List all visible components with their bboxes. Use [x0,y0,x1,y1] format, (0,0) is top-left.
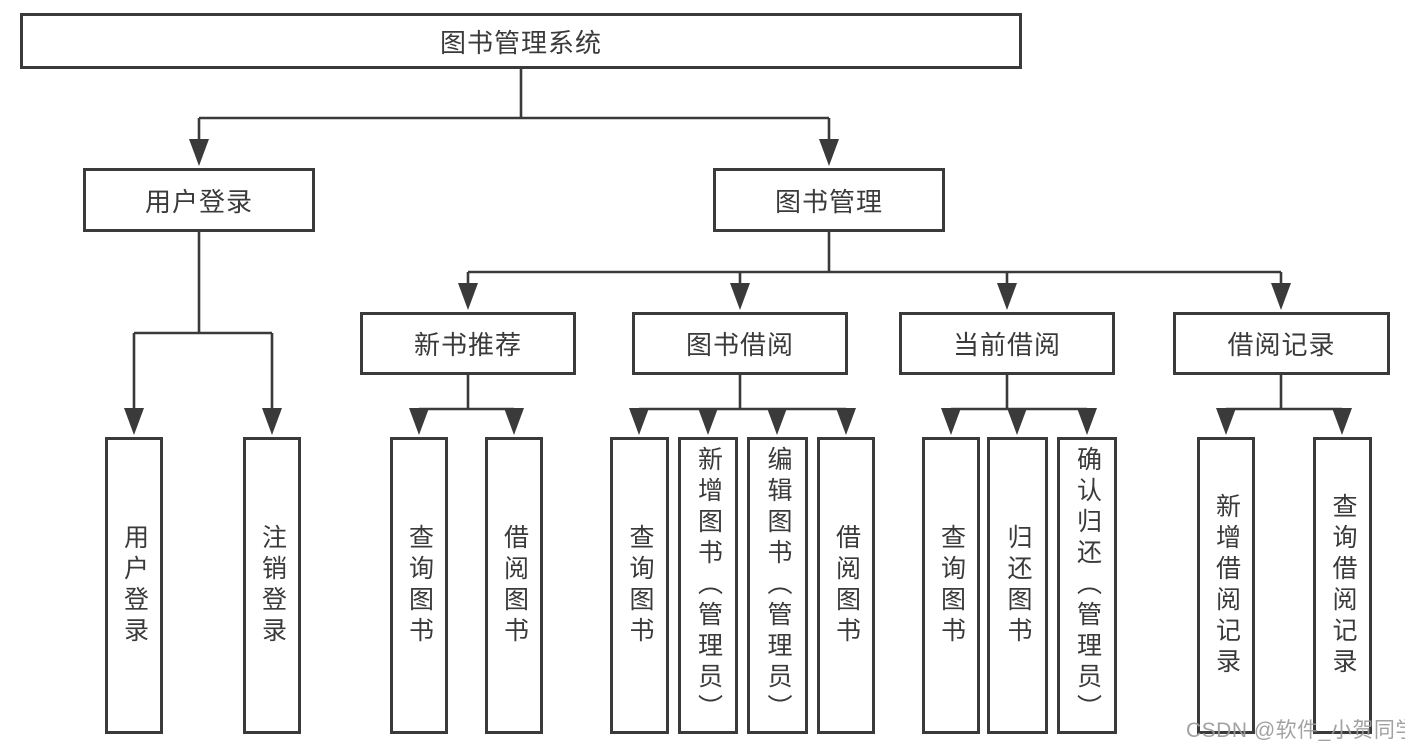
edge-borrow-record-to-leaves [1224,375,1344,411]
leaf-logout: 注销登录 [243,437,301,734]
node-borrow-record-label: 借阅记录 [1227,330,1336,360]
leaf-query-books-rec-label: 查询图书 [405,523,434,648]
leaf-return-books: 归还图书 [987,437,1048,734]
leaf-query-books-current: 查询图书 [922,437,980,734]
node-new-book-recommend: 新书推荐 [360,312,576,375]
node-root: 图书管理系统 [20,13,1022,69]
leaf-confirm-return-admin: 确认归还（管理员） [1057,437,1117,734]
leaf-query-books-borrow: 查询图书 [610,437,669,734]
node-book-management: 图书管理 [713,168,945,232]
leaf-add-books-admin-label: 新增图书（管理员） [694,446,723,725]
leaf-add-books-admin: 新增图书（管理员） [678,437,738,734]
leaf-return-books-label: 归还图书 [1004,523,1032,648]
leaf-query-books-current-label: 查询图书 [937,523,966,648]
node-current-borrow-label: 当前借阅 [952,330,1061,360]
leaf-add-borrow-record: 新增借阅记录 [1197,437,1255,734]
leaf-edit-books-admin-label: 编辑图书（管理员） [764,446,792,725]
node-user-login-label: 用户登录 [144,186,253,217]
node-current-borrow: 当前借阅 [899,312,1115,375]
leaf-add-borrow-record-label: 新增借阅记录 [1212,492,1241,679]
node-root-label: 图书管理系统 [439,27,602,58]
node-new-book-recommend-label: 新书推荐 [413,330,522,360]
leaf-query-books-borrow-label: 查询图书 [626,523,654,648]
node-book-borrow: 图书借阅 [632,312,848,375]
leaf-query-borrow-record-label: 查询借阅记录 [1329,492,1357,679]
leaf-confirm-return-admin-label: 确认归还（管理员） [1073,446,1102,725]
node-book-management-label: 图书管理 [774,186,883,217]
node-user-login: 用户登录 [83,168,315,232]
leaf-logout-label: 注销登录 [258,523,287,648]
watermark: CSDN @软件_小贺同学 [1186,719,1405,742]
arrowheads [124,139,1352,435]
leaf-user-login: 用户登录 [105,437,163,734]
edge-user-login-to-leaves [132,232,274,410]
leaf-edit-books-admin: 编辑图书（管理员） [747,437,808,734]
leaf-borrow-books-rec: 借阅图书 [485,437,543,734]
edge-book-management-to-level3 [466,232,1283,285]
edge-current-borrow-to-leaves [949,375,1089,411]
edge-book-borrow-to-leaves [637,375,848,411]
leaf-query-borrow-record: 查询借阅记录 [1313,437,1372,734]
leaf-borrow-books-rec-label: 借阅图书 [500,523,529,648]
edge-new-book-recommend-to-leaves [417,375,516,411]
leaf-user-login-label: 用户登录 [120,523,149,648]
leaf-query-books-rec: 查询图书 [390,437,448,734]
leaf-borrow-books: 借阅图书 [817,437,875,734]
node-book-borrow-label: 图书借阅 [685,330,794,360]
leaf-borrow-books-label: 借阅图书 [832,523,861,648]
edge-root-to-level2 [197,69,831,142]
node-borrow-record: 借阅记录 [1173,312,1390,375]
